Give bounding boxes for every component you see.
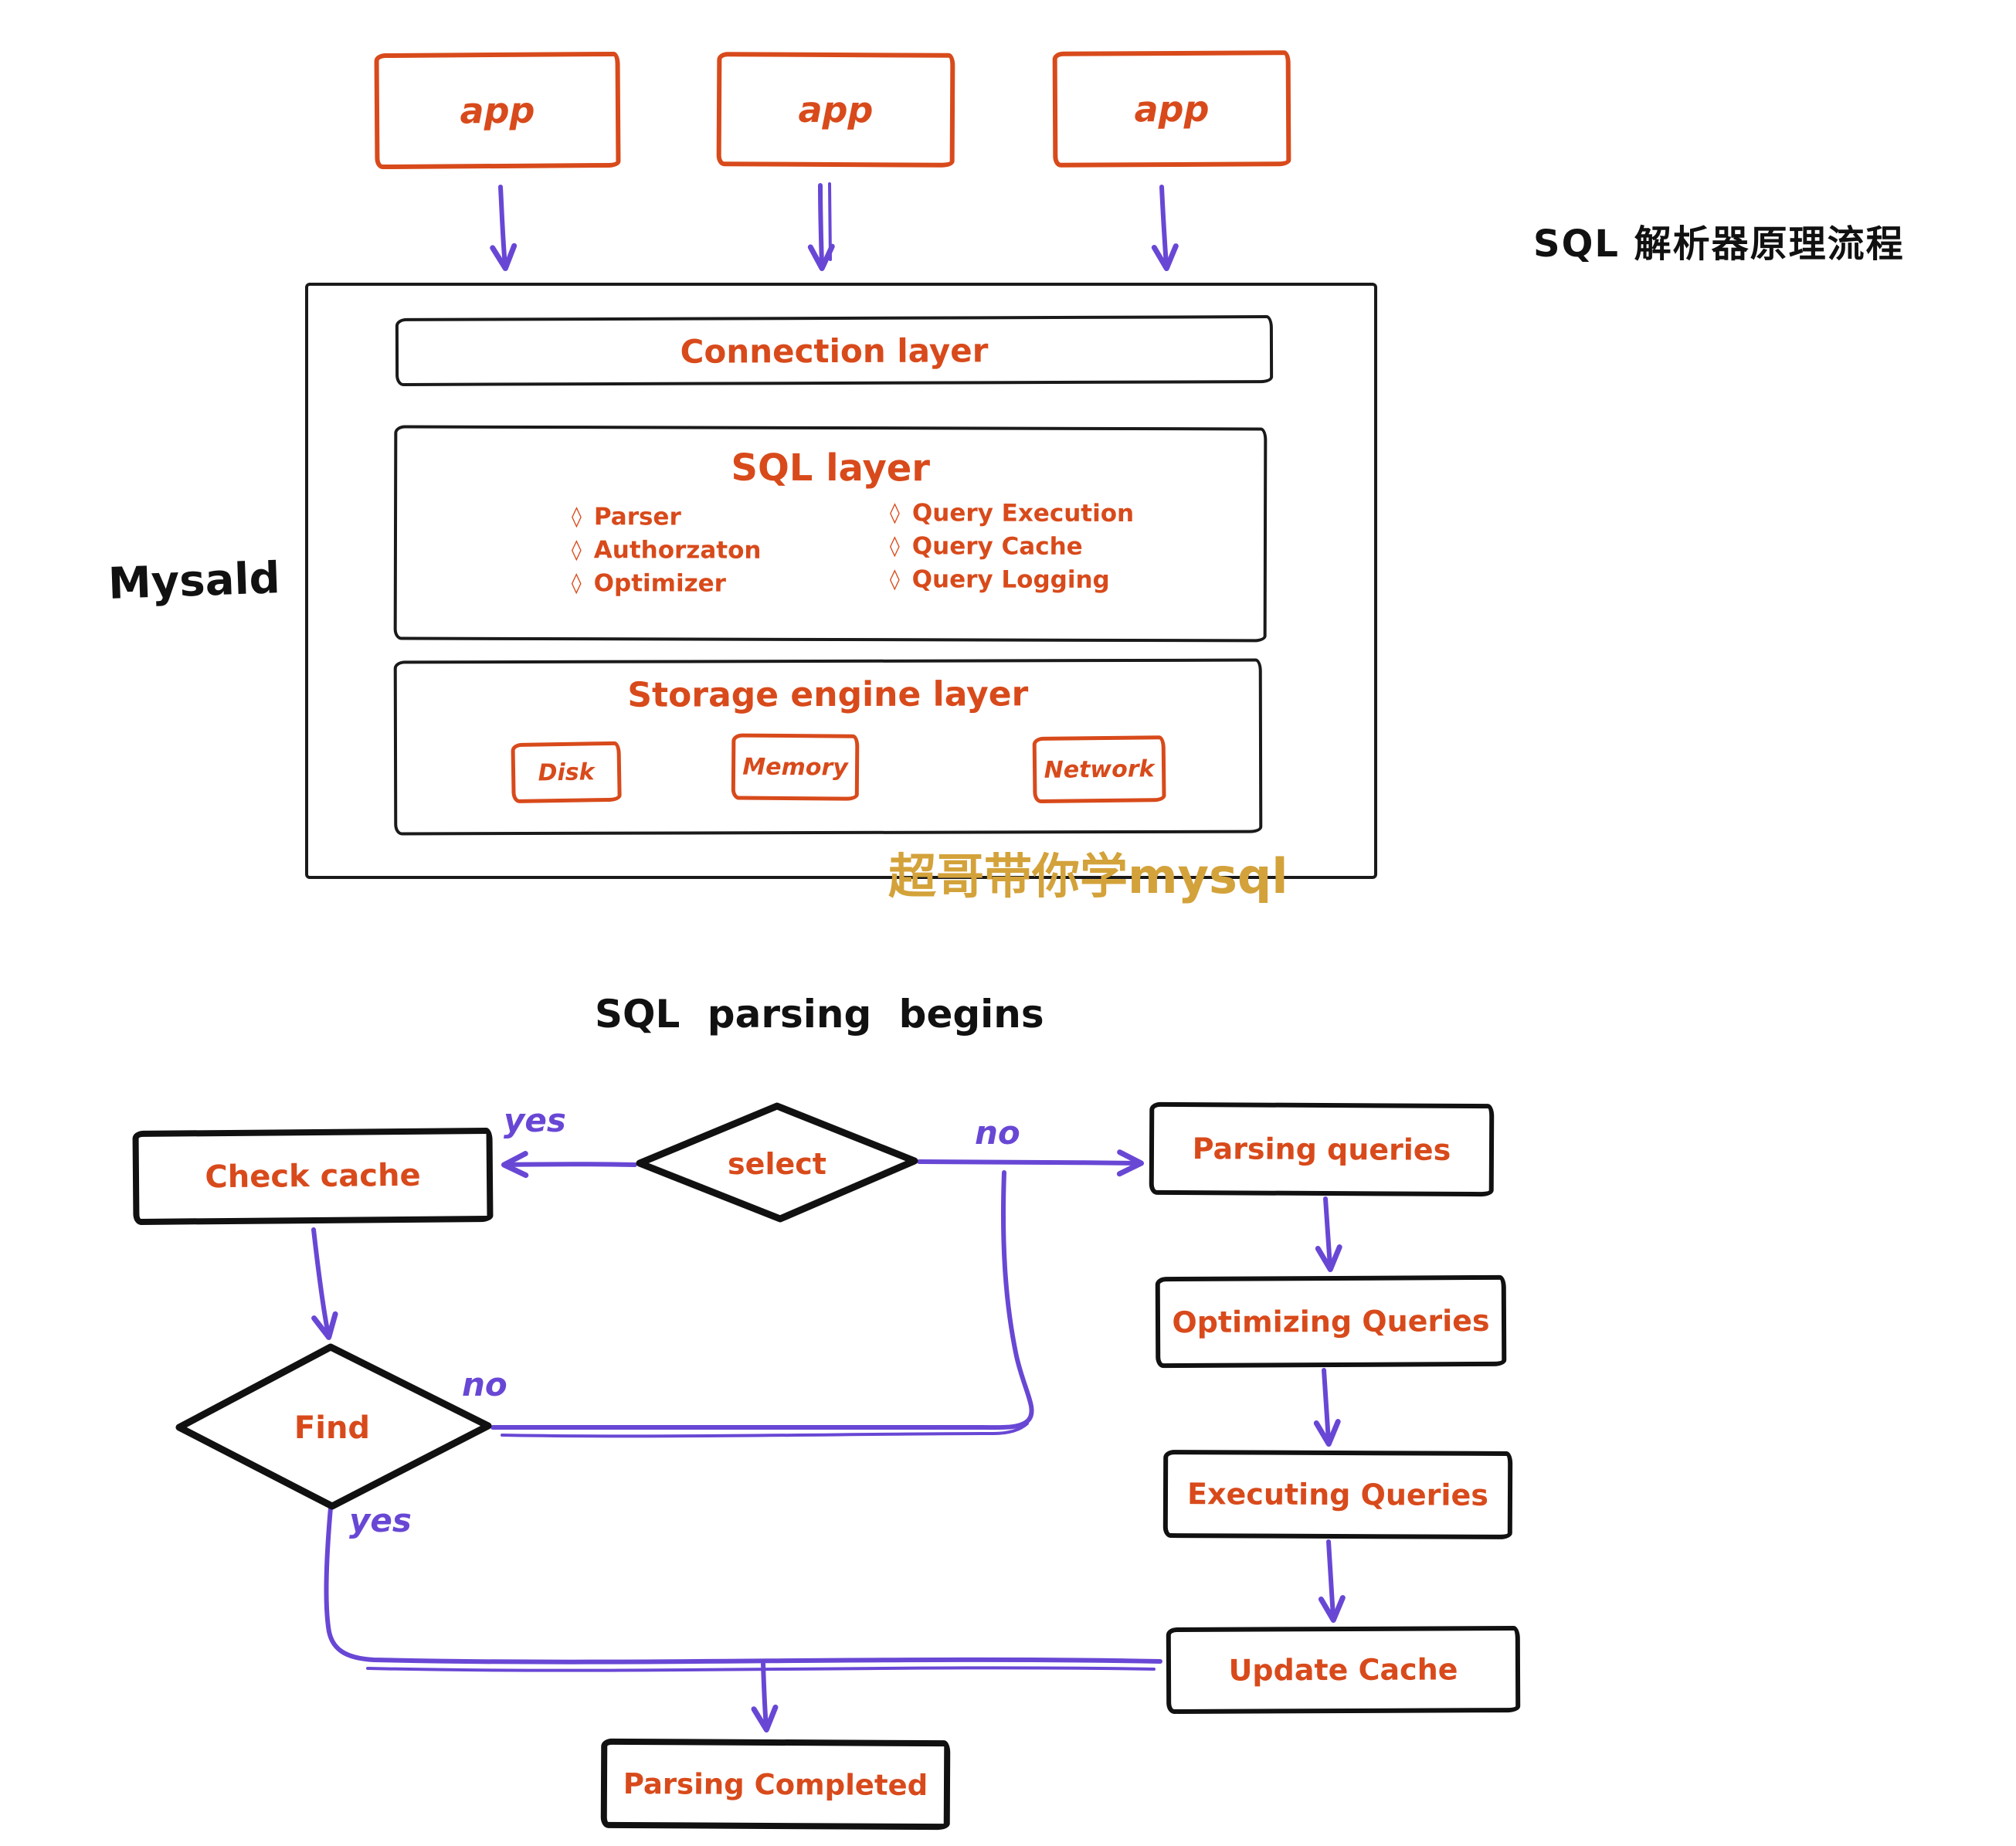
find-diamond-shape: [175, 1343, 492, 1510]
sql-layer-box: SQL layer ◊ Parser ◊ Authorzaton ◊ Optim…: [393, 425, 1268, 643]
check-cache-label: Check cache: [205, 1157, 421, 1196]
disk-label: Disk: [538, 758, 595, 786]
update-cache-node: Update Cache: [1166, 1626, 1521, 1714]
update-cache-label: Update Cache: [1228, 1652, 1458, 1688]
app-box-1: app: [374, 51, 621, 170]
diamond-bullet-icon: ◊: [889, 568, 900, 592]
find-no-label: no: [462, 1366, 507, 1403]
find-yes-label: yes: [349, 1502, 412, 1539]
arrow-to-parsing-completed: [751, 1661, 779, 1732]
app-box-3: app: [1052, 50, 1291, 168]
arrow-parsing-to-optimizing: [1315, 1196, 1342, 1272]
sql-feature-parser: Parser: [593, 503, 681, 531]
arrow-app2-to-mysql: [807, 183, 835, 271]
diamond-bullet-icon: ◊: [572, 505, 582, 529]
page-title: SQL 解析器原理流程: [1533, 222, 1905, 266]
network-engine-box: Network: [1032, 735, 1166, 804]
select-diamond-label: select: [728, 1147, 826, 1181]
sql-feature-query-cache: Query Cache: [911, 532, 1083, 561]
arrow-app3-to-mysql: [1151, 185, 1179, 271]
executing-queries-node: Executing Queries: [1162, 1450, 1513, 1539]
app-box-2: app: [716, 52, 955, 168]
watermark: 超哥带你学mysql: [888, 848, 1288, 904]
parsing-queries-node: Parsing queries: [1149, 1101, 1495, 1197]
list-item: ◊ Query Cache: [890, 532, 1134, 566]
sql-layer-right-list: ◊ Query Execution ◊ Query Cache ◊ Query …: [890, 499, 1134, 599]
list-item: ◊ Query Logging: [890, 565, 1134, 599]
network-label: Network: [1044, 755, 1155, 784]
app-box-2-label: app: [798, 88, 874, 131]
select-no-label: no: [975, 1114, 1020, 1152]
arrow-select-no-to-parsing-queries: [917, 1149, 1144, 1177]
connection-layer-box: Connection layer: [395, 315, 1274, 386]
sql-feature-query-execution: Query Execution: [911, 499, 1135, 528]
path-merge-double-stroke: [366, 1666, 1156, 1672]
sql-layer-title: SQL layer: [731, 446, 931, 490]
diamond-bullet-icon: ◊: [889, 534, 900, 558]
parsing-queries-label: Parsing queries: [1192, 1132, 1451, 1167]
diamond-bullet-icon: ◊: [890, 501, 900, 525]
arrow-app1-to-mysql: [490, 185, 518, 271]
memory-engine-box: Memory: [731, 733, 860, 801]
sql-feature-query-logging: Query Logging: [911, 565, 1110, 594]
arrow-check-cache-to-find: [311, 1227, 338, 1340]
list-item: ◊ Parser: [572, 503, 762, 537]
arrow-select-yes-to-check-cache: [501, 1151, 637, 1179]
sql-layer-left-list: ◊ Parser ◊ Authorzaton ◊ Optimizer: [572, 503, 762, 603]
list-item: ◊ Query Execution: [890, 499, 1134, 533]
arrow-optimizing-to-executing: [1313, 1368, 1341, 1447]
flow-title: SQL parsing begins: [595, 992, 1044, 1037]
sql-feature-authorization: Authorzaton: [593, 536, 762, 565]
find-diamond-label: Find: [294, 1410, 371, 1446]
diamond-bullet-icon: ◊: [571, 572, 582, 596]
app-box-1-label: app: [460, 89, 535, 132]
executing-queries-label: Executing Queries: [1187, 1477, 1488, 1512]
optimizing-queries-node: Optimizing Queries: [1155, 1274, 1507, 1369]
arrow-executing-to-update-cache: [1318, 1539, 1346, 1623]
list-item: ◊ Authorzaton: [572, 536, 762, 570]
parsing-completed-node: Parsing Completed: [600, 1738, 951, 1831]
select-yes-label: yes: [504, 1101, 566, 1139]
diamond-bullet-icon: ◊: [571, 538, 582, 562]
sql-feature-optimizer: Optimizer: [593, 569, 727, 598]
parsing-completed-label: Parsing Completed: [623, 1766, 928, 1802]
path-find-no-double-stroke: [501, 1422, 1029, 1438]
select-diamond-shape: [636, 1102, 918, 1223]
memory-label: Memory: [742, 753, 848, 782]
mysql-label: Mysald: [107, 553, 281, 609]
list-item: ◊ Optimizer: [572, 569, 762, 603]
path-find-yes-update-cache-merge: [324, 1505, 1162, 1664]
connection-layer-title: Connection layer: [680, 331, 989, 371]
app-box-3-label: app: [1134, 87, 1210, 131]
disk-engine-box: Disk: [511, 741, 622, 804]
path-find-no-to-parsing-queries: [490, 1170, 1034, 1430]
storage-layer-box: Storage engine layer Disk Memory Network: [393, 658, 1263, 836]
check-cache-node: Check cache: [132, 1127, 494, 1226]
storage-layer-title: Storage engine layer: [627, 674, 1029, 715]
optimizing-queries-label: Optimizing Queries: [1172, 1303, 1490, 1340]
